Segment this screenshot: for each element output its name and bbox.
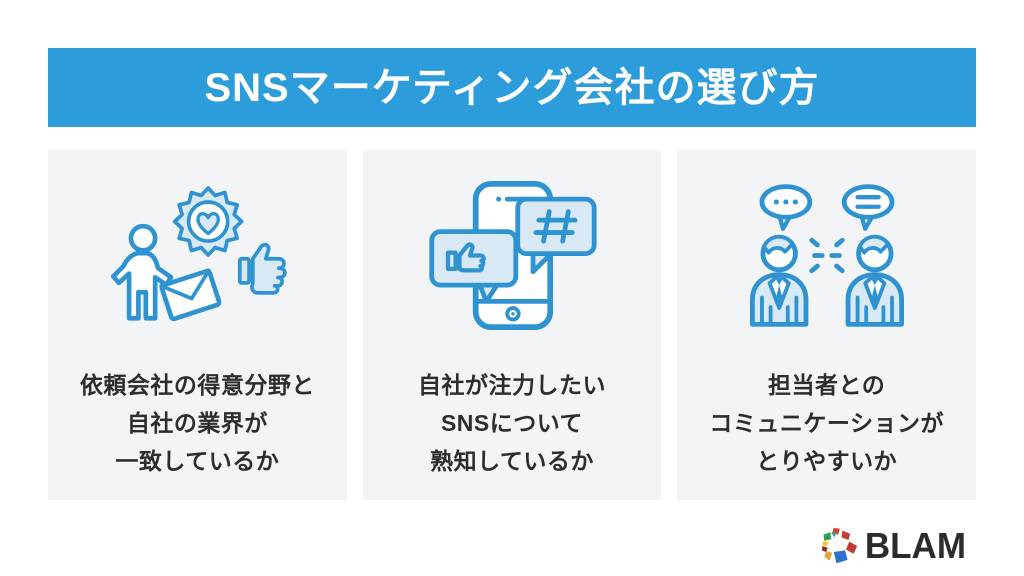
smartphone-sns-bubbles-icon xyxy=(426,176,598,334)
card-text-line: 熟知しているか xyxy=(430,448,594,474)
card-text-line: 依頼会社の得意分野と xyxy=(79,372,315,398)
card-text: 依頼会社の得意分野と 自社の業界が 一致しているか xyxy=(80,366,315,480)
card-text-line: 担当者との xyxy=(768,372,886,398)
blam-logo-mark-icon xyxy=(821,527,858,564)
card-text-line: コミュニケーションが xyxy=(709,410,944,436)
card-industry-match: 依頼会社の得意分野と 自社の業界が 一致しているか xyxy=(48,150,347,500)
card-text: 自社が注力したい SNSについて 熟知しているか xyxy=(418,366,606,480)
person-badge-thumbsup-icon xyxy=(104,176,290,334)
card-text-line: とりやすいか xyxy=(756,448,898,474)
card-communication: 担当者との コミュニケーションが とりやすいか xyxy=(677,150,977,500)
page-title: SNSマーケティング会社の選び方 xyxy=(204,65,820,110)
person-badge-thumbsup-svg xyxy=(111,186,288,322)
cards-row: 依頼会社の得意分野と 自社の業界が 一致しているか xyxy=(48,150,977,500)
card-text-line: 自社が注力したい xyxy=(418,372,606,398)
two-people-talking-svg xyxy=(749,183,904,327)
two-people-talking-icon xyxy=(739,176,915,334)
title-banner: SNSマーケティング会社の選び方 xyxy=(48,48,976,127)
card-text-line: SNSについて xyxy=(440,410,584,436)
card-text: 担当者との コミュニケーションが とりやすいか xyxy=(709,366,944,480)
card-sns-expertise: 自社が注力したい SNSについて 熟知しているか xyxy=(362,150,662,500)
footer: BLAM xyxy=(820,526,966,566)
card-text-line: 一致しているか xyxy=(115,448,280,474)
blam-logo-text: BLAM xyxy=(864,526,966,566)
card-text-line: 自社の業界が xyxy=(126,410,268,436)
smartphone-sns-bubbles-svg xyxy=(429,180,597,330)
